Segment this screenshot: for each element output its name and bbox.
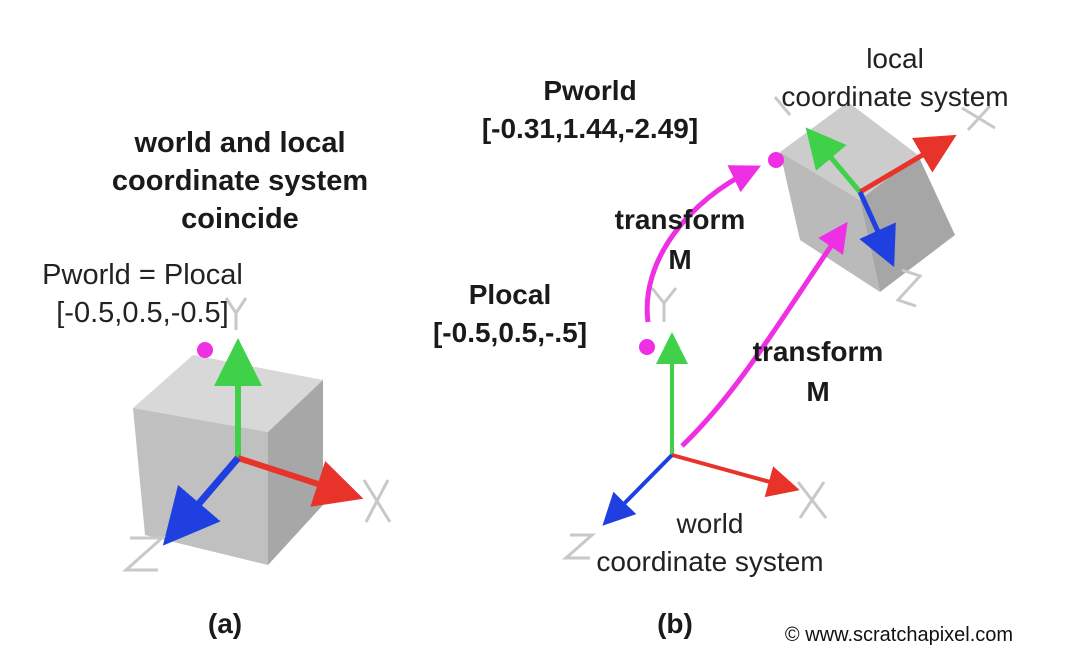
transform-label-2: transform M [718, 332, 918, 412]
panel-b-world-z-letter [562, 533, 596, 560]
plocal-label-block: Plocal [-0.5,0.5,-.5] [400, 276, 620, 352]
world-label-line2: coordinate system [596, 546, 824, 577]
local-label-block: local coordinate system [740, 40, 1050, 116]
plocal-label: Plocal [468, 279, 552, 310]
world-label-block: world coordinate system [560, 505, 860, 581]
panel-b-world-y-letter [650, 287, 678, 322]
panel-a-x-letter [362, 479, 392, 523]
panel-a-z-letter [122, 536, 166, 572]
panel-b-plocal-point [639, 339, 655, 355]
plocal-coords: [-0.5,0.5,-.5] [432, 317, 588, 348]
pworld-label-block: Pworld [-0.31,1.44,-2.49] [430, 72, 750, 148]
panel-b-local-axes [805, 127, 957, 268]
panel-b-local-z-axis [857, 190, 896, 268]
panel-a-y-letter [224, 297, 248, 330]
panel-a-point-coords: [-0.5,0.5,-0.5] [56, 297, 229, 329]
panel-b-world-z-axis [602, 453, 674, 526]
panel-a-cube [133, 355, 323, 565]
transform-label-2-line1: transform [752, 336, 884, 367]
panel-a-title-line2: coordinate system [111, 165, 369, 197]
panel-b-caption: (b) [657, 608, 693, 639]
transform-arc-frame [680, 221, 848, 448]
panel-b-local-z-letter [895, 268, 923, 308]
panel-b-local-axis-letters [773, 96, 996, 308]
panel-a-z-axis [162, 455, 241, 546]
transform-label-2-line2: M [806, 376, 830, 407]
copyright-credit: © www.scratchapixel.com [784, 624, 1014, 646]
panel-a-title-line3: coincide [181, 203, 299, 235]
panel-b-world-x-axis [671, 453, 800, 498]
panel-b-local-x-axis [858, 134, 957, 195]
panel-a-x-axis [237, 455, 364, 507]
panel-b-world-x-letter [796, 481, 828, 519]
panel-a-point [197, 342, 213, 358]
panel-a-axes [162, 338, 364, 546]
panel-a-title-line1: world and local [134, 127, 346, 159]
pworld-label: Pworld [543, 75, 637, 106]
world-label-line1: world [676, 508, 744, 539]
panel-b-local-y-letter [773, 96, 792, 116]
panel-a-point-label: Pworld = Plocal [42, 259, 243, 291]
pworld-coords: [-0.31,1.44,-2.49] [481, 113, 699, 144]
panel-a-title: world and local coordinate system coinci… [40, 124, 440, 238]
local-label-line2: coordinate system [781, 81, 1009, 112]
panel-b-local-y-axis [805, 127, 862, 194]
panel-b-world-axes [602, 332, 800, 526]
panel-b-local-cube [780, 102, 955, 292]
panel-a-axis-letters [122, 297, 392, 572]
panel-b-world-axis-letters [562, 287, 828, 560]
panel-a-point-label-block: Pworld = Plocal [-0.5,0.5,-0.5] [0, 256, 285, 332]
panel-a-caption: (a) [207, 608, 243, 639]
transform-label-1-line2: M [668, 244, 692, 275]
local-label-line1: local [866, 43, 924, 74]
panel-b-pworld-point [768, 152, 784, 168]
panel-b-local-x-letter [961, 104, 996, 132]
transform-label-1-line1: transform [614, 204, 746, 235]
transform-arc-point [644, 165, 761, 323]
transform-label-1: transform M [580, 200, 780, 280]
